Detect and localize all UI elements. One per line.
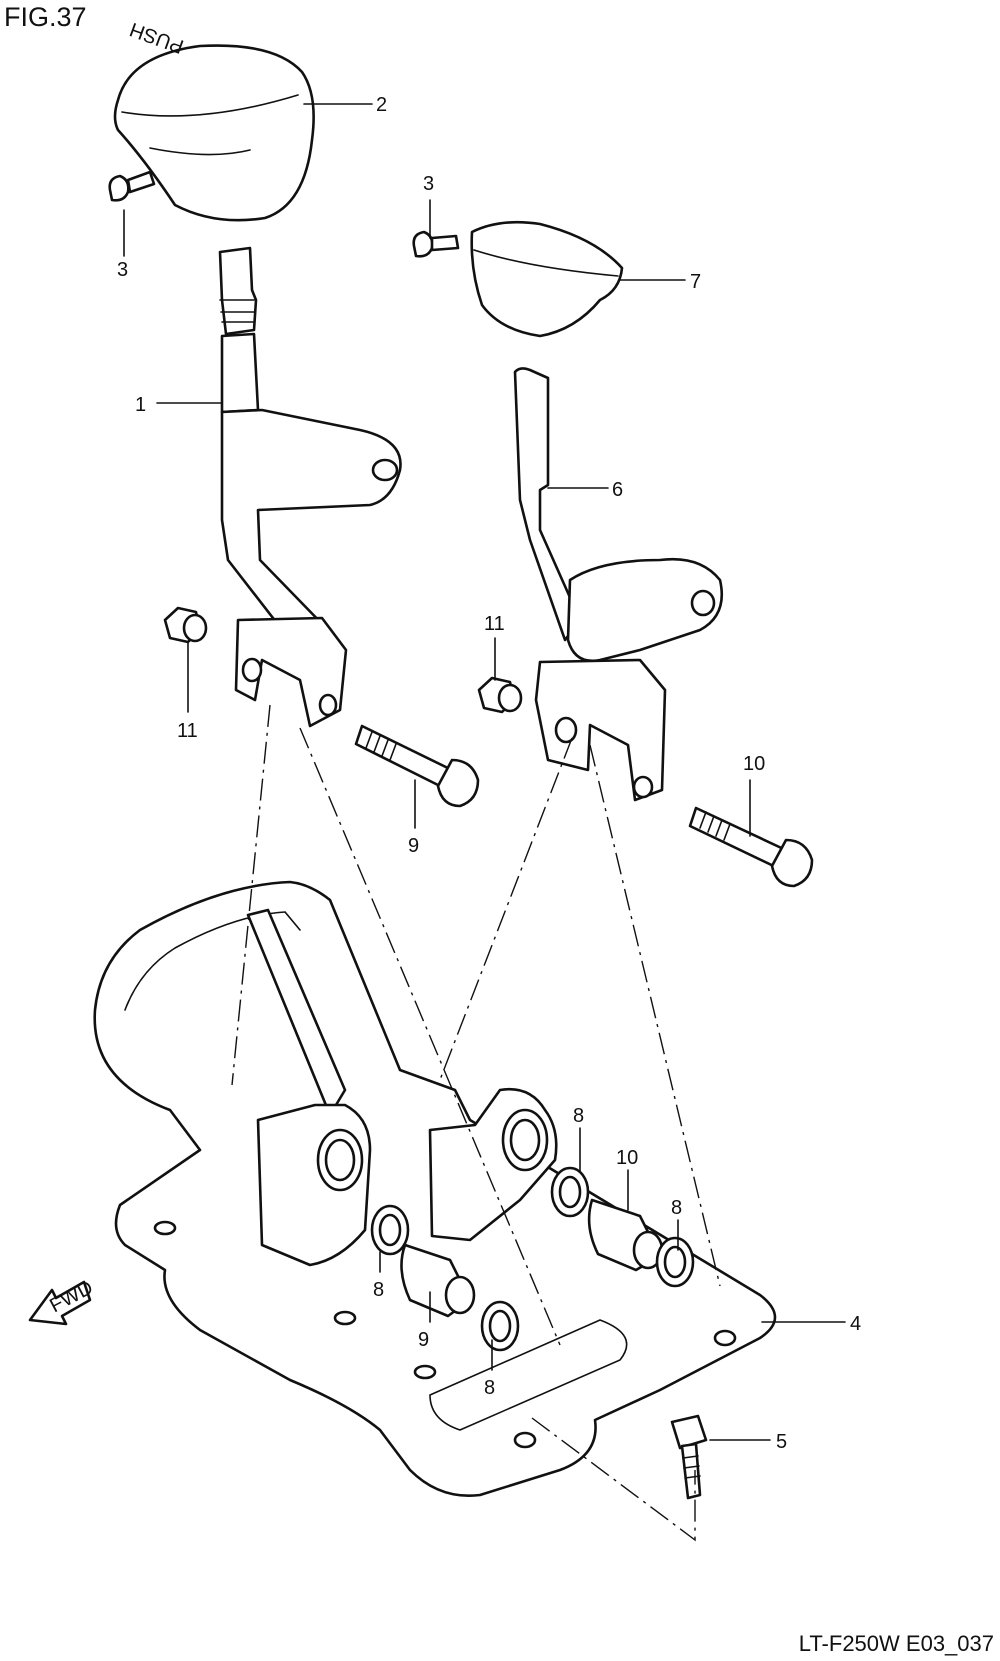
callout-11-right: 11 bbox=[484, 613, 505, 635]
shift-lever-main bbox=[218, 246, 402, 728]
assembly-lines bbox=[231, 704, 721, 1542]
washer-8-d bbox=[655, 1236, 695, 1288]
shift-knob: PUSH bbox=[113, 18, 315, 222]
bolt-9-right bbox=[688, 806, 814, 888]
washer-8-a bbox=[370, 1204, 410, 1256]
callout-9-right: 10 bbox=[743, 753, 765, 775]
callout-8-b: 8 bbox=[484, 1377, 495, 1399]
washer-8-c bbox=[550, 1166, 590, 1218]
callouts: 2 3 3 7 1 6 11 11 9 10 8 10 8 8 9 8 4 5 bbox=[117, 94, 861, 1453]
callout-1: 1 bbox=[135, 394, 146, 416]
figure-code: LT-F250W E03_037 bbox=[798, 1631, 994, 1656]
leader-lines bbox=[123, 103, 846, 1441]
bolt-9-left bbox=[354, 724, 480, 808]
callout-10-b: 10 bbox=[616, 1147, 638, 1169]
callout-8-a: 8 bbox=[373, 1279, 384, 1301]
callout-2: 2 bbox=[376, 94, 387, 116]
base-bracket bbox=[93, 880, 777, 1497]
lever-cap bbox=[470, 220, 624, 338]
callout-5: 5 bbox=[776, 1431, 787, 1453]
callout-6: 6 bbox=[612, 479, 623, 501]
bolt-5 bbox=[670, 1414, 708, 1500]
callout-8-d: 8 bbox=[671, 1197, 682, 1219]
collar-10-b bbox=[587, 1198, 664, 1272]
nut-11-left bbox=[163, 606, 208, 644]
knob-push-text: PUSH bbox=[127, 18, 187, 58]
callout-10-a: 9 bbox=[418, 1329, 429, 1351]
callout-8-c: 8 bbox=[573, 1105, 584, 1127]
nut-11-right bbox=[477, 676, 523, 714]
collar-10-a bbox=[400, 1243, 476, 1318]
callout-3-right: 3 bbox=[423, 173, 434, 195]
washer-8-b bbox=[480, 1300, 520, 1352]
callout-7: 7 bbox=[690, 271, 701, 293]
callout-3-left: 3 bbox=[117, 259, 128, 281]
callout-4: 4 bbox=[850, 1313, 861, 1335]
fwd-arrow-icon: FWD bbox=[28, 1277, 97, 1326]
shift-lever-sub bbox=[513, 367, 724, 802]
screw-3-right bbox=[412, 230, 460, 258]
figure-title: FIG.37 bbox=[4, 2, 87, 32]
screw-3-left bbox=[108, 170, 156, 202]
callout-9-left: 9 bbox=[408, 835, 419, 857]
callout-11-left: 11 bbox=[177, 720, 198, 742]
